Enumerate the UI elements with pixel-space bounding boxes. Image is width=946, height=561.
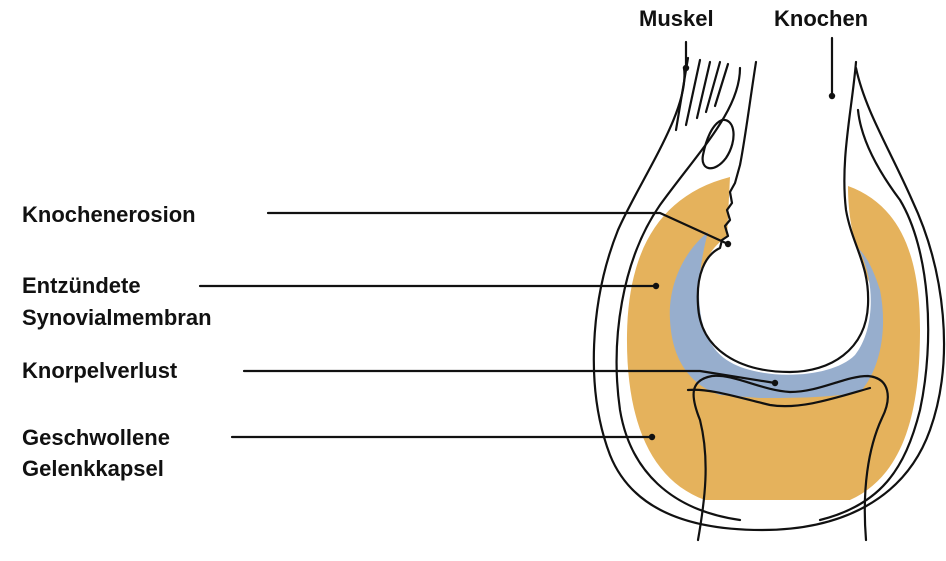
dot-synovial: [653, 283, 659, 289]
label-capsule-line1: Geschwollene: [22, 425, 170, 450]
dot-bone-erosion: [725, 241, 731, 247]
label-synovial-line2: Synovialmembran: [22, 305, 212, 330]
dot-bone: [829, 93, 835, 99]
label-capsule-line2: Gelenkkapsel: [22, 456, 164, 481]
label-cartilage-loss: Knorpelverlust: [22, 358, 178, 383]
dot-capsule: [649, 434, 655, 440]
muscle-fibre-3: [697, 62, 710, 118]
dot-muscle: [683, 65, 689, 71]
synovial-membrane-fill: [670, 232, 883, 398]
label-synovial-line1: Entzündete: [22, 273, 141, 298]
dot-cartilage: [772, 380, 778, 386]
label-bone-erosion: Knochenerosion: [22, 202, 196, 227]
label-bone: Knochen: [774, 6, 868, 31]
label-muscle: Muskel: [639, 6, 714, 31]
